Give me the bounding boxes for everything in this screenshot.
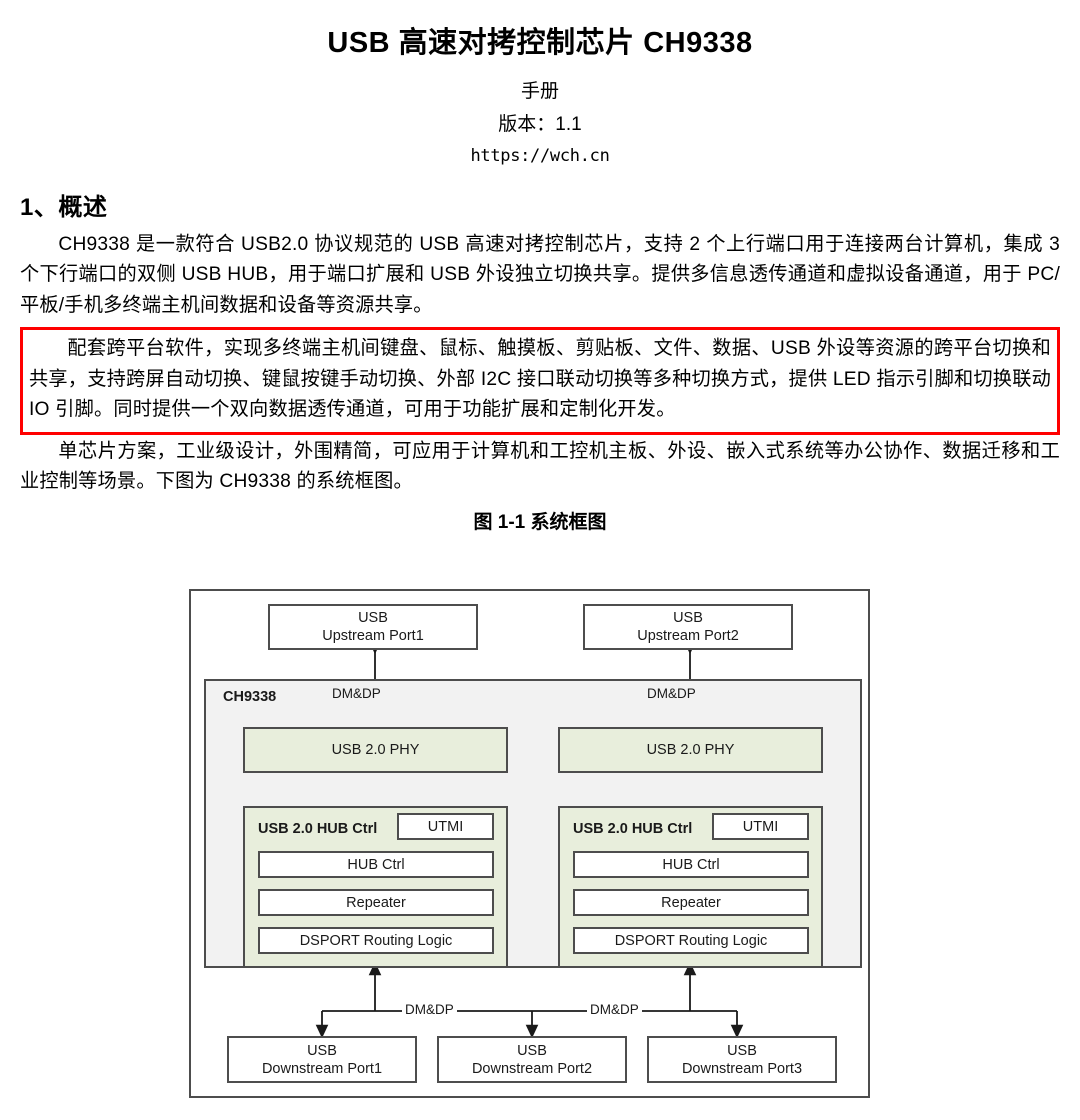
upstream-edge-label-2: DM&DP <box>644 686 699 701</box>
downstream-port-2-box: USB Downstream Port2 <box>437 1036 627 1083</box>
figure-caption: 图 1-1 系统框图 <box>473 511 607 533</box>
upstream-edge-label-1: DM&DP <box>329 686 384 701</box>
upstream-port-1-line1: USB <box>358 610 388 626</box>
paragraph-overview-3: 单芯片方案，工业级设计，外围精简，可应用于计算机和工控机主板、外设、嵌入式系统等… <box>20 440 1060 493</box>
usb-phy-block-1: USB 2.0 PHY <box>243 727 508 773</box>
hub-group-1-row-hub-ctrl: HUB Ctrl <box>258 851 494 878</box>
document-version: 版本：1.1 <box>498 114 582 136</box>
downstream-port-1-line2: Downstream Port1 <box>261 1060 383 1077</box>
downstream-port-2-line1: USB <box>517 1042 547 1059</box>
hub-group-1-title: USB 2.0 HUB Ctrl <box>258 821 378 837</box>
downstream-port-1-line1: USB <box>307 1042 337 1059</box>
downstream-edge-label-2: DM&DP <box>587 1002 642 1017</box>
paragraph-overview-2-highlighted: 配套跨平台软件，实现多终端主机间键盘、鼠标、触摸板、剪贴板、文件、数据、USB … <box>20 327 1060 435</box>
upstream-port-2-line2: Upstream Port2 <box>637 628 739 644</box>
downstream-port-1-box: USB Downstream Port1 <box>227 1036 417 1083</box>
hub-group-1-row-dsport-routing-logic: DSPORT Routing Logic <box>258 927 494 954</box>
downstream-edge-label-1: DM&DP <box>402 1002 457 1017</box>
section-heading-overview: 1、概述 <box>20 193 108 221</box>
upstream-port-1-line2: Upstream Port1 <box>322 628 424 644</box>
downstream-port-3-line1: USB <box>727 1042 757 1059</box>
hub-group-2-row-hub-ctrl: HUB Ctrl <box>573 851 809 878</box>
paragraph-overview-1: CH9338 是一款符合 USB2.0 协议规范的 USB 高速对拷控制芯片，支… <box>20 233 1060 316</box>
hub-group-1-row-repeater: Repeater <box>258 889 494 916</box>
page-title: USB 高速对拷控制芯片 CH9338 <box>327 27 753 59</box>
ch9338-chip-label: CH9338 <box>223 689 277 705</box>
document-url[interactable]: https://wch.cn <box>470 145 610 166</box>
usb-phy-block-2: USB 2.0 PHY <box>558 727 823 773</box>
downstream-port-3-box: USB Downstream Port3 <box>647 1036 837 1083</box>
hub-group-2-title: USB 2.0 HUB Ctrl <box>573 821 693 837</box>
upstream-port-2-line1: USB <box>673 610 703 626</box>
upstream-port-2-box: USB Upstream Port2 <box>583 604 793 650</box>
system-block-diagram: USB Upstream Port1 USB Upstream Port2 CH… <box>189 589 870 1098</box>
hub-group-1-utmi-block: UTMI <box>397 813 494 840</box>
downstream-port-2-line2: Downstream Port2 <box>471 1060 593 1077</box>
upstream-port-1-box: USB Upstream Port1 <box>268 604 478 650</box>
hub-group-2-row-dsport-routing-logic: DSPORT Routing Logic <box>573 927 809 954</box>
document-subtitle: 手册 <box>520 80 559 102</box>
hub-group-2-row-repeater: Repeater <box>573 889 809 916</box>
downstream-port-3-line2: Downstream Port3 <box>681 1060 803 1077</box>
hub-group-2-utmi-block: UTMI <box>712 813 809 840</box>
